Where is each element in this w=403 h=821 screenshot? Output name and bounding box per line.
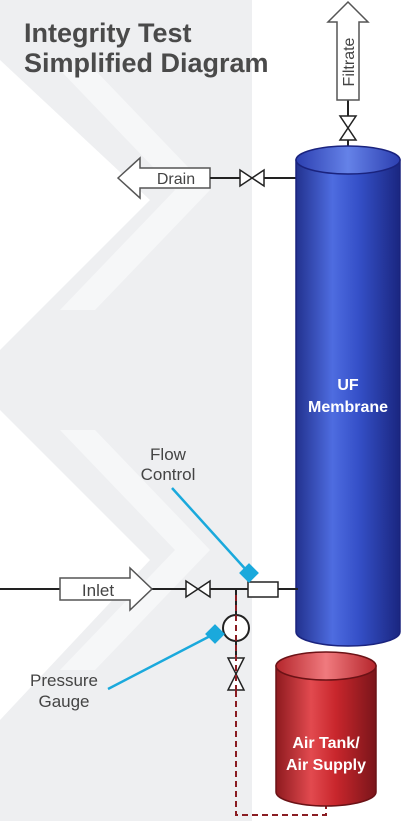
pressure-gauge-callout-line — [107, 631, 217, 691]
flow-control-callout-line — [171, 487, 249, 573]
air-tank — [275, 651, 377, 807]
air-supply-line — [235, 595, 327, 816]
filtrate-valve[interactable] — [338, 115, 358, 141]
inlet-arrow — [59, 566, 154, 612]
membrane-label-line2: Membrane — [308, 399, 388, 416]
inlet-valve[interactable] — [185, 579, 211, 599]
air-tank-label-line1: Air Tank/ — [292, 735, 360, 752]
drain-label: Drain — [157, 171, 195, 188]
pressure-gauge-label-line1: Pressure — [30, 671, 98, 690]
membrane-label-line1: UF — [337, 377, 359, 394]
filtrate-arrow — [326, 0, 370, 101]
air-tank-label-line2: Air Supply — [286, 757, 366, 774]
inlet-label: Inlet — [82, 581, 114, 600]
uf-membrane — [295, 145, 401, 647]
pressure-gauge-label-line2: Gauge — [38, 692, 89, 711]
background-chevron-upper — [60, 70, 210, 310]
background-chevron-lower — [60, 430, 210, 670]
drain-valve[interactable] — [239, 168, 265, 188]
flow-control-label-line1: Flow — [150, 445, 187, 464]
flow-control-valve[interactable] — [247, 581, 279, 598]
flow-control-label-line2: Control — [141, 465, 196, 484]
title-line-2: Simplified Diagram — [24, 48, 269, 78]
filtrate-label: Filtrate — [341, 37, 358, 86]
title-line-1: Integrity Test — [24, 18, 192, 48]
